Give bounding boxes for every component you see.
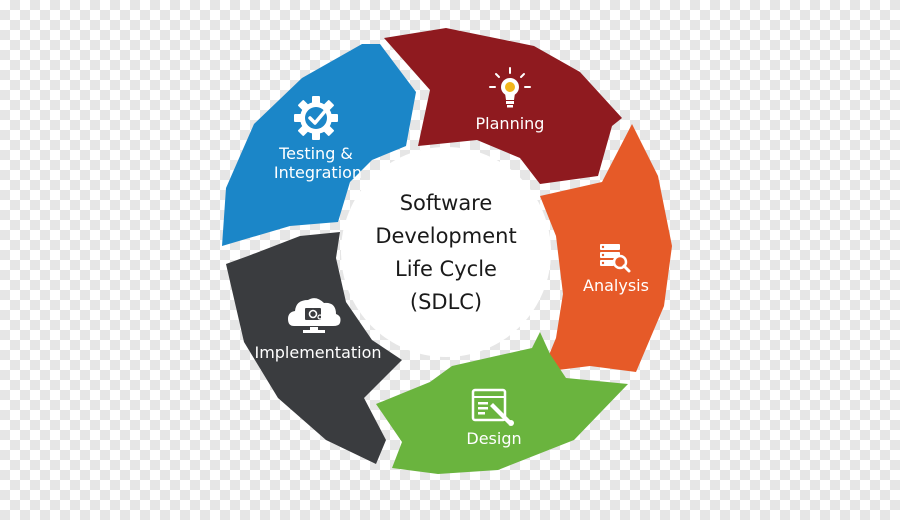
center-title-line-2: Development [375,224,516,248]
segment-label-analysis: Analysis [583,276,649,295]
server-search-icon [600,244,631,273]
segment-label-implementation: Implementation [254,343,381,362]
segment-label-design: Design [466,429,521,448]
segment-testing-integration [222,44,416,246]
center-title-line-3: Life Cycle [395,257,497,281]
center-title-line-4: (SDLC) [410,290,482,314]
gear-check-icon [294,96,338,140]
segment-label-planning: Planning [476,114,545,133]
segment-design [376,332,628,474]
cloud-gear-icon [288,298,341,333]
segment-implementation [226,232,402,464]
segment-planning [384,28,622,184]
center-circle [341,147,551,357]
lightbulb-icon [489,67,531,108]
segment-label-testing-line-1: Testing & [278,144,353,163]
design-window-icon [471,388,514,426]
segment-label-testing-line-2: Integration [274,163,362,182]
center-title-line-1: Software [400,191,493,215]
